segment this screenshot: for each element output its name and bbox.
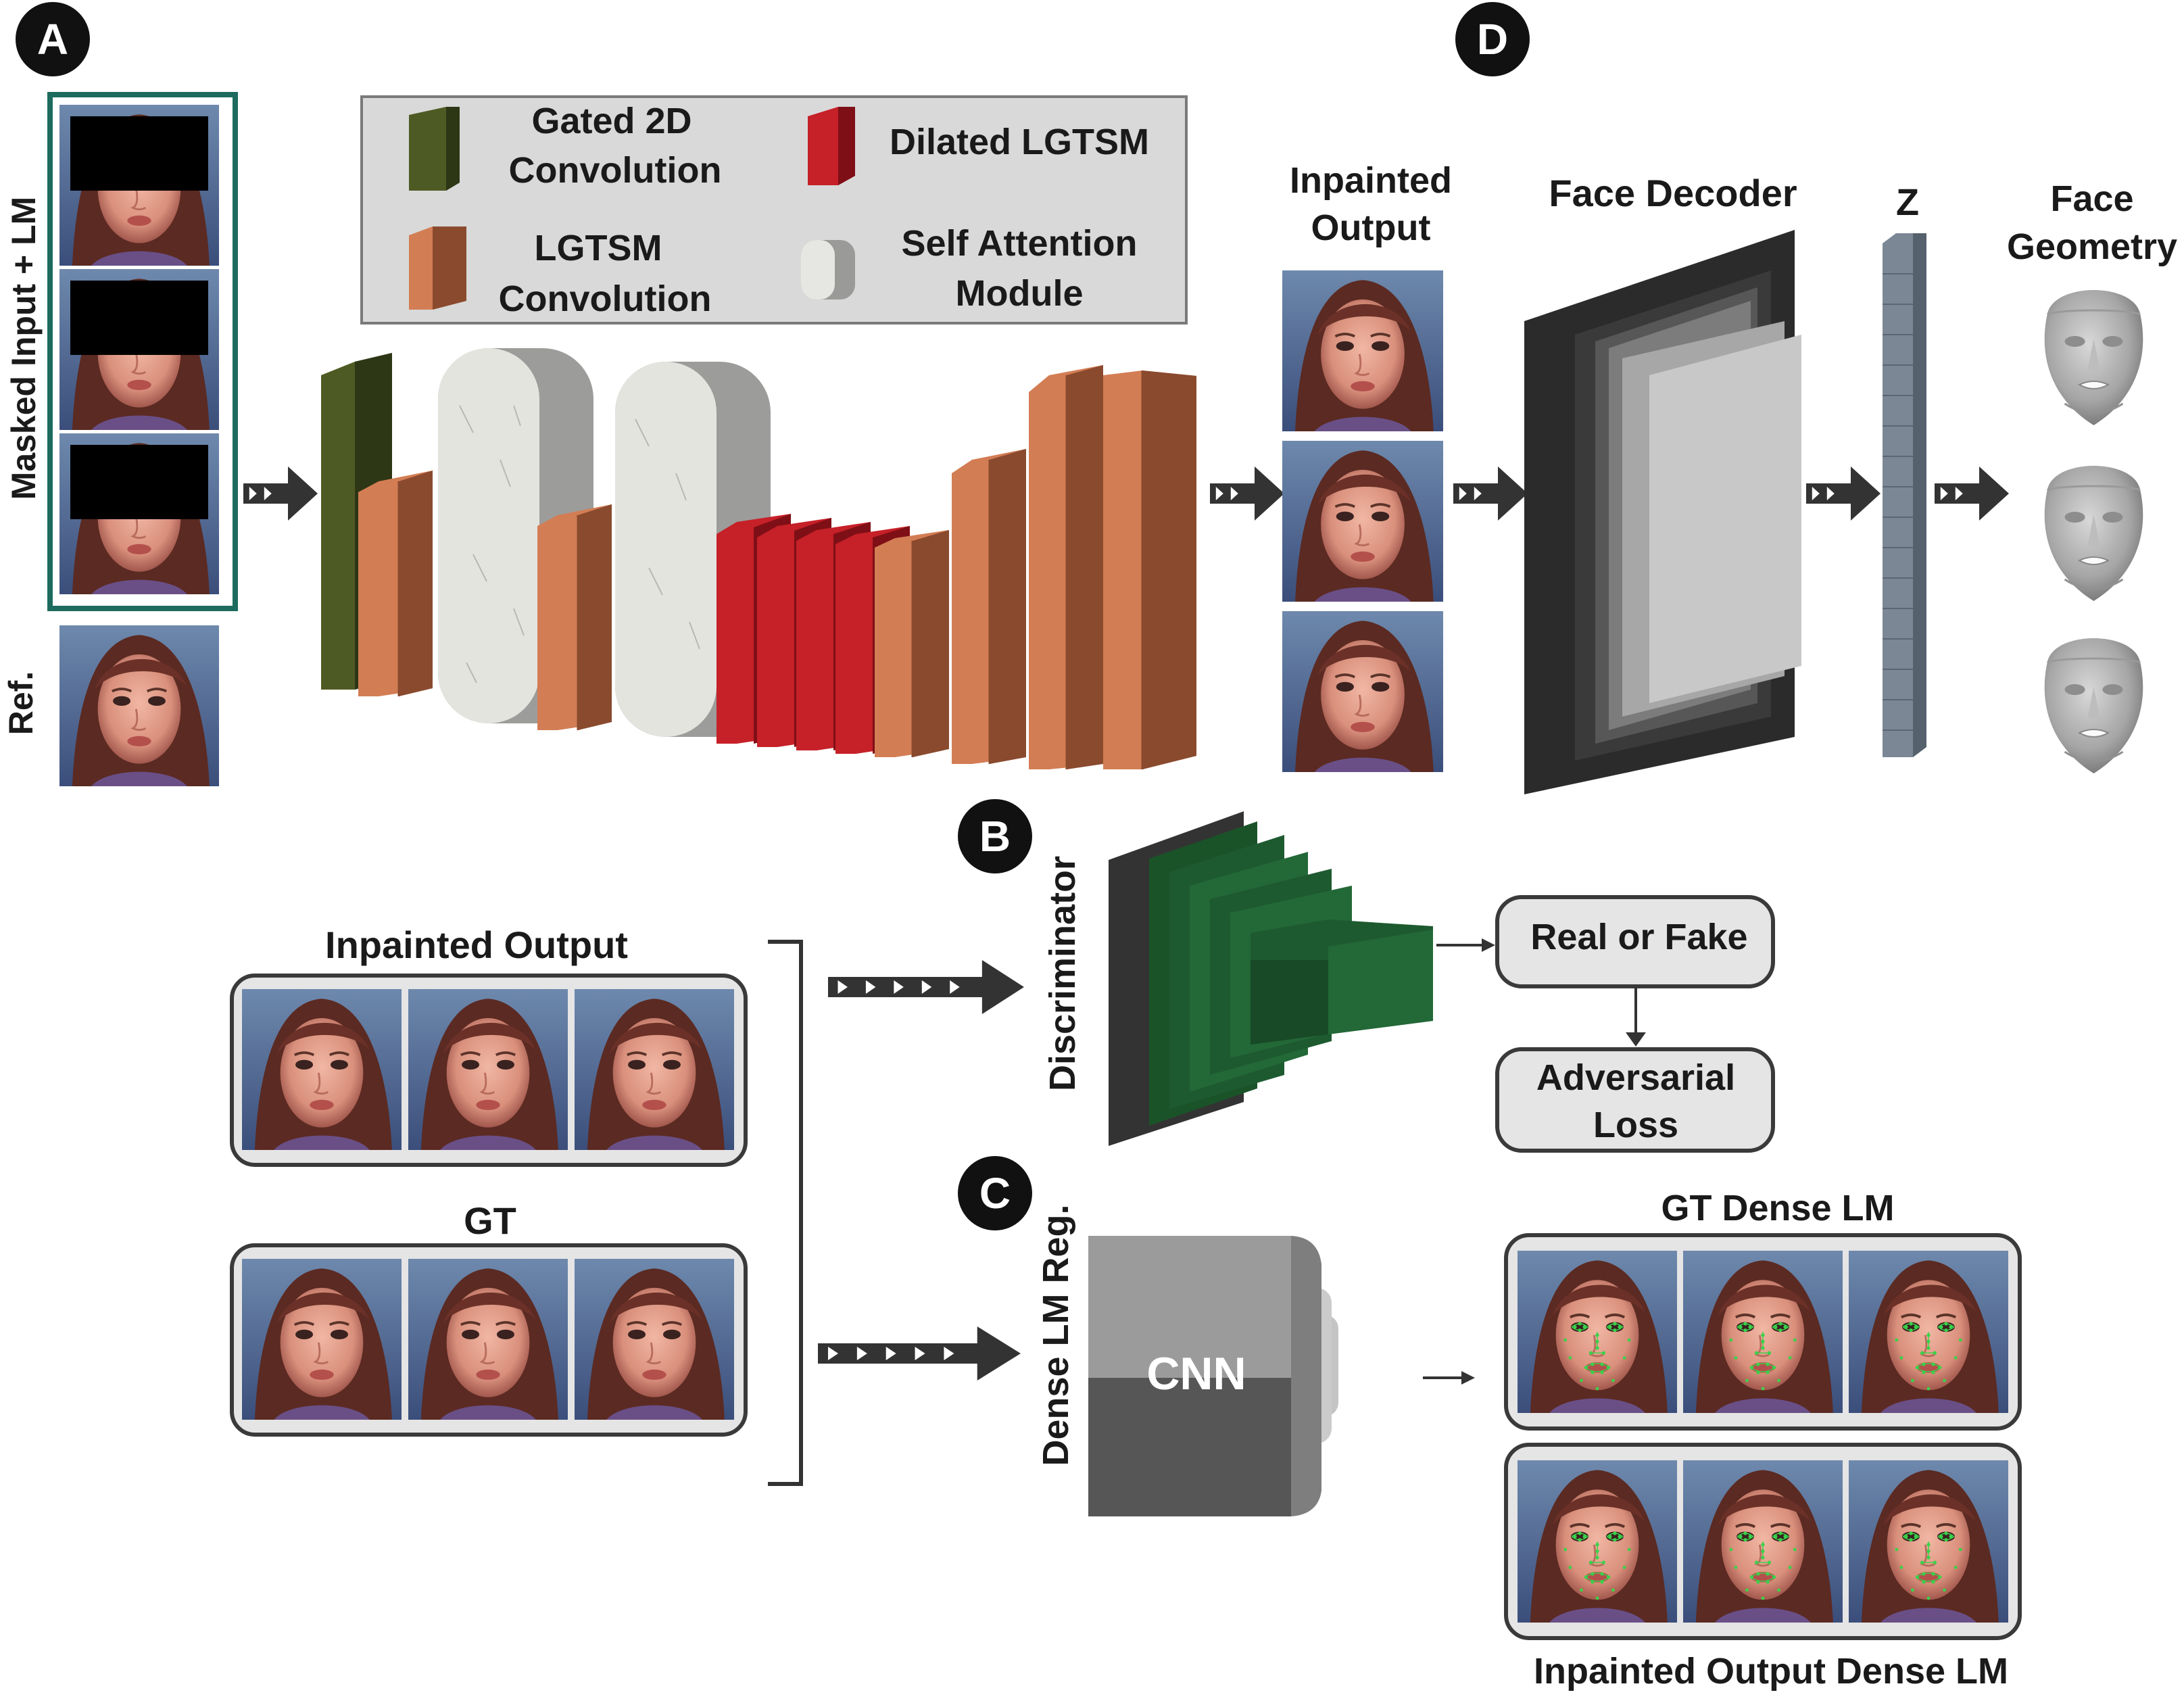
inpainted-strip-frame xyxy=(408,989,568,1150)
inpainted-strip-frame xyxy=(575,989,734,1150)
adversarial-loss-line2: Loss xyxy=(1593,1105,1678,1145)
panel-a: A Masked Input + LM Ref. Gated 2D Convol… xyxy=(2,2,1452,786)
z-label: Z xyxy=(1896,181,1919,223)
inpainted-dense-lm-label: Inpainted Output Dense LM xyxy=(1534,1651,2008,1692)
panel-b-letter: B xyxy=(979,812,1011,861)
legend-lgtsm-line2: Convolution xyxy=(499,279,712,319)
latent-z-vector xyxy=(1883,233,1926,757)
gt-strip-frame xyxy=(408,1259,568,1420)
inpainted-lm-frame xyxy=(1849,1460,2008,1623)
arrow-icon xyxy=(818,1326,1021,1381)
arrowhead-icon xyxy=(1461,1371,1475,1385)
real-or-fake-box xyxy=(1495,895,1775,988)
cnn-label: CNN xyxy=(1146,1348,1246,1399)
adversarial-loss-line1: Adversarial xyxy=(1536,1057,1735,1098)
network-blocks xyxy=(321,348,1196,769)
face-geometry-line2: Geometry xyxy=(2007,226,2177,267)
real-or-fake-text: Real or Fake xyxy=(1530,917,1747,957)
arrow-icon xyxy=(1806,466,1880,521)
panel-d: D Face Decoder Z xyxy=(1453,2,2177,794)
face-decoder-block xyxy=(1524,230,1801,794)
panel-d-letter: D xyxy=(1477,15,1508,64)
inpainted-output-title-line2: Output xyxy=(1311,208,1431,248)
inpainted-lm-frame xyxy=(1518,1460,1677,1623)
ref-label: Ref. xyxy=(2,671,40,735)
inpainted-output-title-line1: Inpainted xyxy=(1290,160,1452,201)
gt-lm-frame xyxy=(1518,1251,1677,1413)
inpainted-lm-frame xyxy=(1683,1460,1843,1623)
gt-strip-label: GT xyxy=(464,1199,516,1242)
masked-input-frame xyxy=(47,92,238,611)
panel-b: B Inpainted Output GT Discriminator Rea xyxy=(230,799,1775,1486)
gt-strip-frame xyxy=(242,1259,402,1420)
arrow-icon xyxy=(828,960,1024,1014)
arrowhead-icon xyxy=(1626,1032,1646,1047)
face-mesh-3 xyxy=(2043,637,2144,775)
legend-gated-line2: Convolution xyxy=(509,150,722,191)
inpainted-frame-2 xyxy=(1282,441,1443,602)
inpainted-frame-3 xyxy=(1282,611,1443,772)
legend-gated-line1: Gated 2D xyxy=(531,101,691,141)
legend-box xyxy=(360,95,1188,325)
bracket xyxy=(768,940,803,1486)
masked-input-label: Masked Input + LM xyxy=(5,197,43,500)
panel-a-badge xyxy=(16,2,90,76)
panel-b-badge xyxy=(958,799,1032,873)
legend-dilated: Dilated LGTSM xyxy=(890,122,1149,162)
reference-frame xyxy=(59,625,219,786)
arrow-icon xyxy=(1935,466,2009,521)
panel-c-badge xyxy=(958,1156,1032,1230)
legend-attention-line2: Module xyxy=(956,273,1084,314)
adversarial-loss-box xyxy=(1495,1047,1775,1153)
inpainted-output-strip-label: Inpainted Output xyxy=(325,924,628,966)
face-mesh-1 xyxy=(2043,289,2144,427)
inpainted-strip-frame xyxy=(242,989,402,1150)
panel-c: C Dense LM Reg. CNN GT Dense LM Inpainte… xyxy=(818,1156,2022,1692)
gt-strip-frame xyxy=(575,1259,734,1420)
legend: Gated 2D Convolution Dilated LGTSM LGTSM… xyxy=(360,95,1188,325)
legend-lgtsm-line1: LGTSM xyxy=(535,228,662,268)
arrow-icon xyxy=(1210,466,1284,521)
discriminator-block xyxy=(1109,811,1433,1146)
masked-input-frames xyxy=(59,105,219,594)
dense-lm-reg-label: Dense LM Reg. xyxy=(1036,1204,1076,1466)
legend-attention-line1: Self Attention xyxy=(902,223,1138,264)
panel-c-letter: C xyxy=(979,1169,1011,1218)
cnn-block xyxy=(1088,1236,1338,1516)
face-mesh-2 xyxy=(2043,464,2144,602)
gt-lm-frame xyxy=(1683,1251,1843,1413)
arrow-icon xyxy=(1453,466,1528,521)
arrowhead-icon xyxy=(1482,938,1495,952)
face-geometry-line1: Face xyxy=(2050,178,2133,219)
gt-dense-lm-label: GT Dense LM xyxy=(1661,1188,1894,1228)
arrow-icon xyxy=(243,466,318,521)
panel-a-letter: A xyxy=(37,15,68,64)
discriminator-label: Discriminator xyxy=(1042,856,1083,1091)
face-decoder-label: Face Decoder xyxy=(1549,172,1797,214)
inpainted-frame-1 xyxy=(1282,270,1443,431)
gt-lm-frame xyxy=(1849,1251,2008,1413)
panel-d-badge xyxy=(1455,2,1530,76)
